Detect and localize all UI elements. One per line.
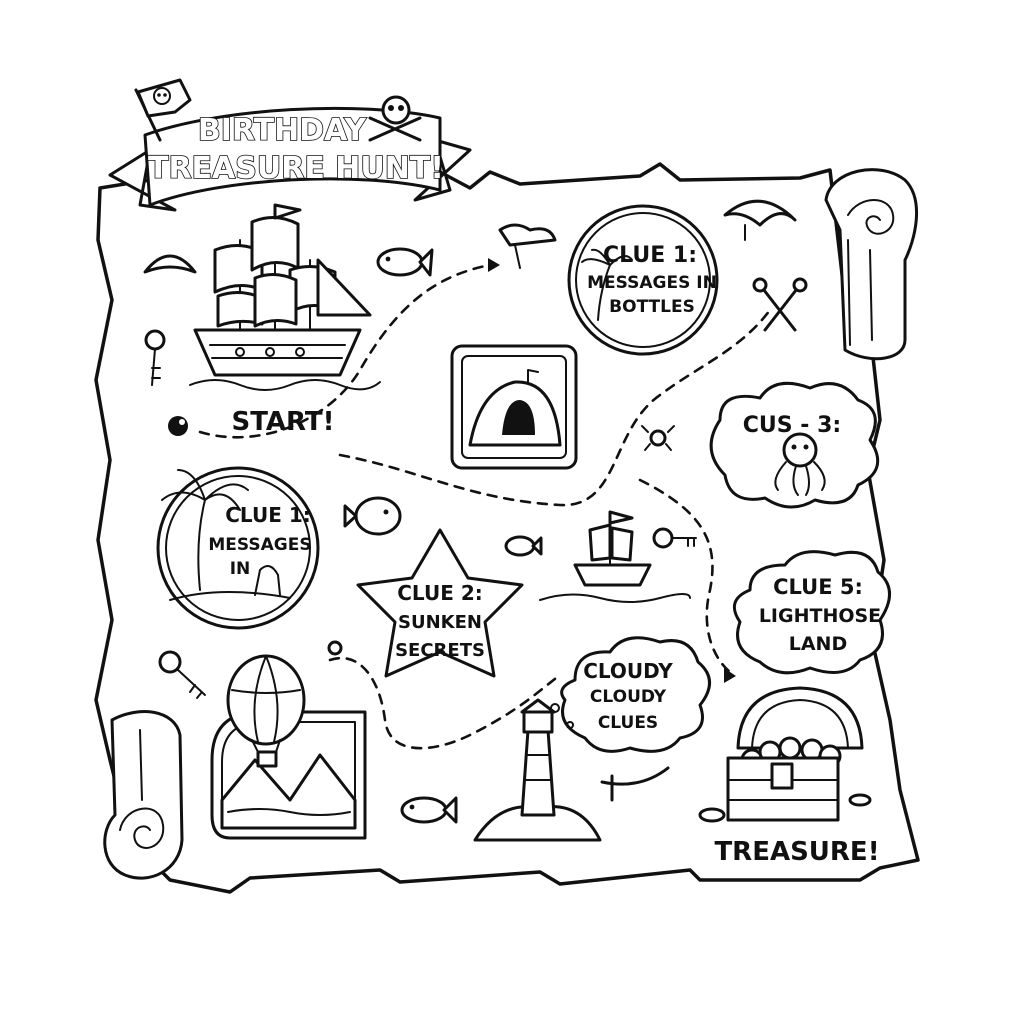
clue-lighthouse-line-3: LAND	[789, 633, 847, 655]
scroll-roll-bottom-left	[103, 710, 184, 880]
crossbones-icon	[752, 277, 808, 332]
clue-star-line-3: SECRETS	[395, 640, 485, 661]
pirate-hat-top-right-icon	[723, 199, 797, 241]
clue-bottles-top-card: CLUE 1: MESSAGES IN BOTTLES	[567, 204, 719, 356]
pufferfish-icon	[343, 496, 402, 536]
pirate-ship-icon	[189, 203, 381, 391]
key-bottom-left-icon	[158, 650, 206, 699]
clue-island-left-line-1: CLUE 1:	[225, 503, 311, 527]
skull-crossbones-icon	[368, 95, 422, 142]
clue-star-line-2: SUNKEN	[398, 612, 482, 633]
clue-lighthouse-card: CLUE 5: LIGHTHOSE LAND	[732, 550, 891, 675]
key-right-icon	[652, 527, 697, 549]
clue-star-card: CLUE 2: SUNKEN SECRETS	[356, 528, 524, 678]
clue-cloud-line-1: CLOUDY	[583, 659, 673, 683]
banner-line-2: TREASURE HUNT!	[148, 151, 444, 186]
clue-cloud-line-3: CLUES	[598, 713, 658, 733]
small-fish-icon	[504, 535, 543, 557]
clue-bottles-top-line-1: CLUE 1:	[603, 243, 697, 268]
clue-cloud-card: CLOUDY CLOUDY CLUES	[550, 636, 711, 753]
bug-icon	[327, 640, 343, 656]
pirate-flag-icon	[134, 78, 192, 142]
clue-lighthouse-line-1: CLUE 5:	[773, 575, 863, 599]
title-banner: BIRTHDAY TREASURE HUNT!	[108, 106, 472, 212]
small-ship-icon	[539, 510, 691, 603]
cave-picture-card	[450, 344, 578, 470]
key-icon	[144, 329, 166, 386]
fish-icon	[376, 247, 434, 277]
dashed-route	[198, 258, 772, 750]
banner-line-1: BIRTHDAY	[198, 113, 368, 148]
start-marker-icon	[168, 416, 188, 436]
clue-island-left-line-3: IN	[230, 559, 251, 579]
route-arrow-start	[488, 258, 500, 272]
clue-island-left-line-2: MESSAGES	[208, 535, 311, 555]
clue-star-line-1: CLUE 2:	[397, 581, 483, 605]
clue-octopus-card: CUS - 3:	[709, 381, 880, 509]
clue-cloud-line-2: CLOUDY	[590, 687, 667, 707]
lighthouse-icon	[473, 698, 602, 842]
treasure-chest-icon	[698, 686, 872, 823]
crab-icon	[641, 425, 675, 451]
clue-octopus-line-1: CUS - 3:	[743, 413, 841, 438]
clue-island-left-card: CLUE 1: MESSAGES IN	[156, 466, 320, 630]
clue-bottles-top-line-3: BOTTLES	[609, 297, 695, 317]
treasure-label: TREASURE!	[714, 837, 879, 867]
fish-bottom-icon	[400, 796, 458, 824]
pirate-hat-icon	[143, 254, 197, 274]
clue-lighthouse-line-2: LIGHTHOSE	[759, 605, 881, 627]
route-arrow-treasure	[724, 668, 736, 683]
balloon-picture-card	[210, 654, 367, 840]
sword-icon	[600, 766, 670, 802]
scroll-roll-top-right	[824, 168, 919, 361]
clue-bottles-top-line-2: MESSAGES IN	[587, 273, 717, 293]
start-label: START!	[231, 407, 334, 437]
palm-island-small-icon	[498, 223, 557, 269]
start-marker-shine	[179, 419, 185, 425]
